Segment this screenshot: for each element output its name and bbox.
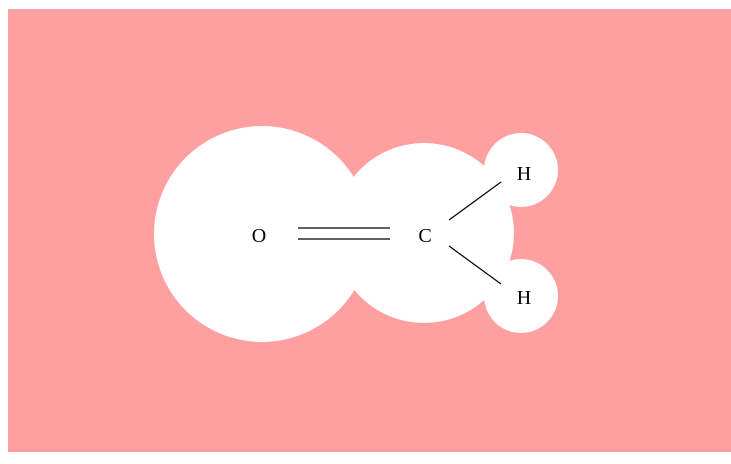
carbon-label: C xyxy=(418,225,431,247)
hydrogen-bottom-label: H xyxy=(517,287,531,309)
single-bond-bottom xyxy=(448,245,502,285)
atom-spheres xyxy=(154,126,558,342)
atom-labels: O C H H xyxy=(252,163,531,309)
carbon-sphere xyxy=(334,143,514,323)
hydrogen-bottom-sphere xyxy=(484,259,558,333)
oxygen-sphere xyxy=(154,126,370,342)
single-bond-top xyxy=(448,181,502,221)
hydrogen-top-label: H xyxy=(517,163,531,185)
oxygen-label: O xyxy=(252,225,266,247)
hydrogen-top-sphere xyxy=(484,133,558,207)
bonds xyxy=(298,181,502,285)
